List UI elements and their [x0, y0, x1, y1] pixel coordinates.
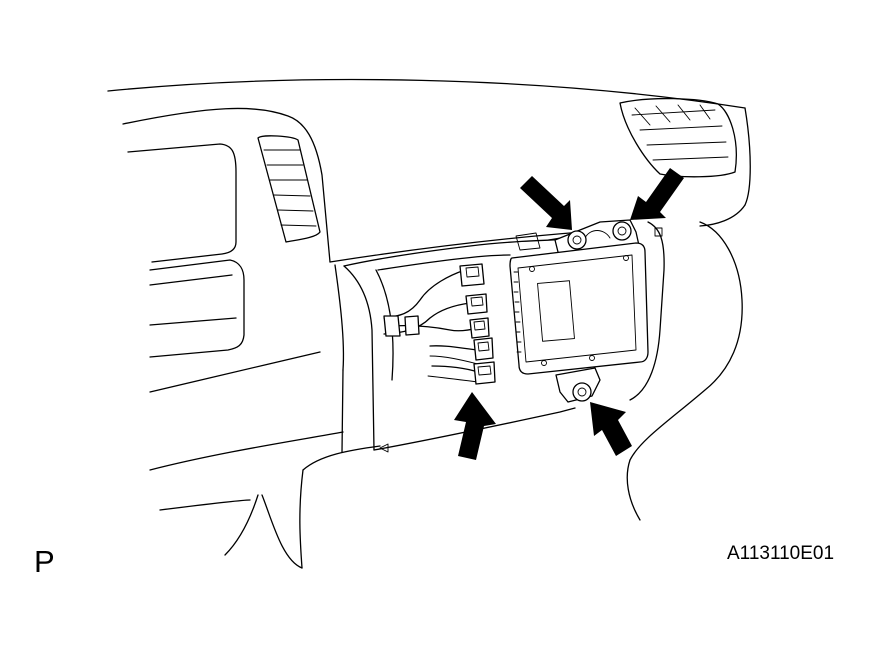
right-air-vent	[619, 97, 737, 178]
left-air-vent	[257, 135, 321, 243]
connector-5	[473, 361, 496, 385]
figure-code-label: A113110E01	[727, 543, 835, 564]
wire-harness	[383, 269, 479, 383]
arrow-bolt-top-left	[520, 176, 572, 230]
arrow-connectors	[454, 392, 496, 460]
side-trim	[261, 445, 381, 569]
ecu-label-plate	[537, 280, 575, 342]
connector-2	[465, 293, 488, 315]
bolt-top-right	[612, 221, 632, 241]
bolt-bottom	[572, 382, 592, 402]
connector-4	[473, 337, 494, 361]
connector-3	[469, 317, 490, 339]
connector-1	[459, 263, 485, 287]
arrow-bolt-bottom	[590, 402, 632, 456]
dashboard-outline	[107, 78, 751, 453]
view-letter-label: P	[34, 544, 55, 579]
ecu-unit	[509, 242, 649, 375]
bolt-top-left	[567, 230, 587, 250]
right-side-panel	[626, 221, 743, 521]
arrow-bolt-top-right	[630, 168, 684, 220]
left-panels	[127, 143, 344, 556]
